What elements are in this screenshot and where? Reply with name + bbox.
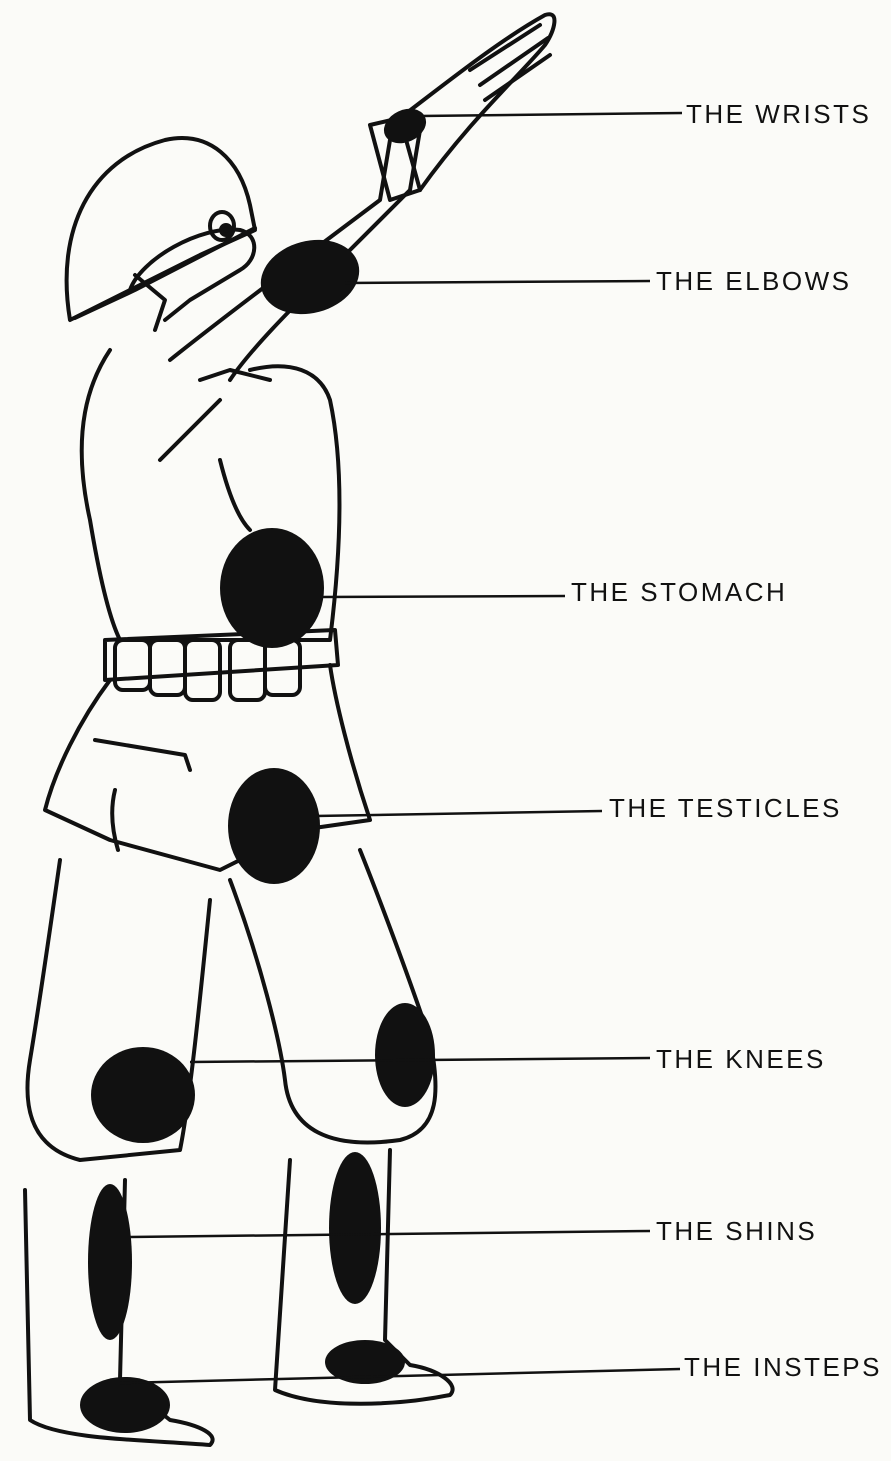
belt-pouch [115,640,150,690]
coat-fold [160,400,250,530]
stomach-spot [220,528,324,648]
label-wrists: THE WRISTS [686,101,871,127]
wrists-leader-line [420,113,682,116]
label-testicles: THE TESTICLES [609,795,842,821]
belt-pouch [185,640,220,700]
elbow-spot [252,229,367,324]
stomach-leader-line [320,596,565,597]
belt-pouch [150,640,185,695]
right-knee-spot [375,1003,435,1107]
label-stomach: THE STOMACH [571,579,787,605]
pocket-flap [95,740,190,850]
label-knees: THE KNEES [656,1046,826,1072]
left-shin-spot [88,1184,132,1340]
right-shin-spot [329,1152,381,1304]
label-insteps: THE INSTEPS [684,1354,882,1380]
testicles-leader-line [315,811,602,816]
elbows-leader-line [345,281,650,283]
coat-skirt [45,665,370,870]
hand [400,14,554,190]
shins-leader-line [130,1231,650,1237]
left-instep-spot [80,1377,170,1433]
left-knee-spot [91,1047,195,1143]
testicles-spot [228,768,320,884]
label-elbows: THE ELBOWS [656,268,851,294]
wrist-spot [378,102,431,150]
label-shins: THE SHINS [656,1218,817,1244]
pupil [221,225,231,235]
